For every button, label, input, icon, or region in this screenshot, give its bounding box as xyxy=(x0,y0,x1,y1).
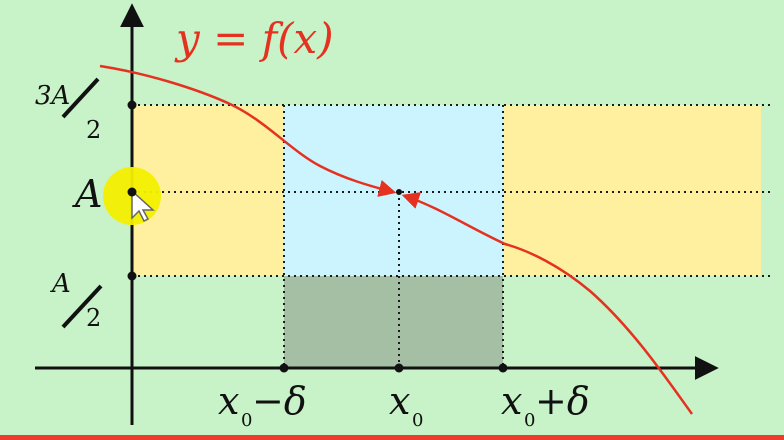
function-curve-right xyxy=(401,192,694,415)
y-label-three-a-over-2-slash xyxy=(61,77,100,119)
x-label-x0-minus-delta-main: x xyxy=(218,379,239,423)
y-label-three-a-over-2-numerator: 3A xyxy=(35,81,70,111)
point-a xyxy=(127,187,137,197)
point-a-over-2 xyxy=(127,271,137,281)
x-label-x0-plus-delta-main: x xyxy=(501,379,522,423)
x-label-x0-plus-delta-tail: +δ xyxy=(535,379,590,423)
y-label-a-over-2-denominator: 2 xyxy=(86,304,101,332)
blue-neighborhood xyxy=(284,105,503,276)
function-curve-left xyxy=(99,64,397,197)
x-label-x0-subscript: 0 xyxy=(412,410,423,431)
y-label-a-over-2-numerator: A xyxy=(50,269,71,299)
point-x0-plus-delta xyxy=(498,363,508,373)
function-label: y = f(x) xyxy=(174,14,334,63)
y-label-three-a-over-2-denominator: 2 xyxy=(86,116,101,144)
x-label-x0-minus-delta-tail: −δ xyxy=(252,379,307,423)
gray-neighborhood-base xyxy=(284,276,503,368)
point-three-a-over-2 xyxy=(127,100,137,110)
y-label-a: A xyxy=(72,172,102,216)
point-x0-minus-delta xyxy=(279,363,289,373)
bottom-red-border xyxy=(0,435,784,440)
y-label-a-over-2-slash xyxy=(61,284,103,329)
mouse-cursor xyxy=(131,189,155,223)
x-label-x0-plus-delta-subscript: 0 xyxy=(524,410,535,431)
x-label-x0-main: x xyxy=(389,379,410,423)
x-label-x0-minus-delta-subscript: 0 xyxy=(241,410,252,431)
limit-point xyxy=(396,189,402,195)
point-x0 xyxy=(394,363,404,373)
